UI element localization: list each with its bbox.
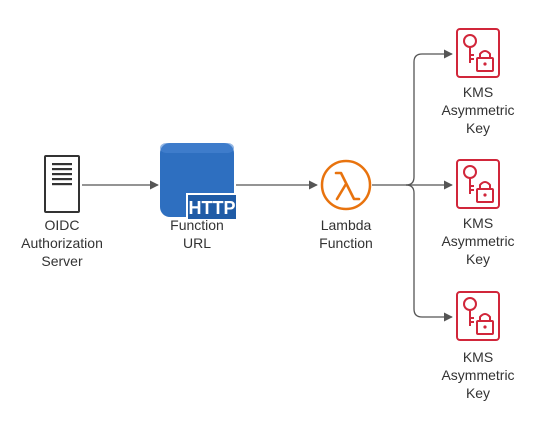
label-line: Asymmetric — [441, 102, 515, 118]
label-line: Function — [319, 235, 373, 251]
kms-key-icon — [456, 159, 500, 209]
kms-key-icon — [456, 291, 500, 341]
edge-lambda-to-kms-top — [405, 49, 453, 186]
label-line: KMS — [462, 215, 494, 231]
kms-key-label: KMS Asymmetric Key — [428, 348, 528, 402]
label-line: Asymmetric — [441, 233, 515, 249]
edges — [82, 49, 453, 322]
lambda-icon — [320, 159, 372, 211]
label-line: Lambda — [320, 217, 372, 233]
label-line: Key — [465, 251, 491, 267]
lambda-label: Lambda Function — [296, 216, 396, 252]
kms-key-label: KMS Asymmetric Key — [428, 214, 528, 268]
server-icon — [44, 155, 80, 213]
label-line: Server — [41, 253, 83, 269]
label-line: Key — [465, 385, 491, 401]
function-url-label: Function URL — [147, 216, 247, 252]
label-line: Asymmetric — [441, 367, 515, 383]
label-line: URL — [182, 235, 211, 251]
kms-key-icon — [456, 28, 500, 78]
label-line: Key — [465, 120, 491, 136]
oidc-server-label: OIDC Authorization Server — [12, 216, 112, 270]
label-line: Authorization — [21, 235, 103, 251]
http-endpoint-icon: HTTP — [160, 143, 238, 221]
label-line: OIDC — [44, 217, 80, 233]
label-line: Function — [170, 217, 224, 233]
kms-key-label: KMS Asymmetric Key — [428, 83, 528, 137]
label-line: KMS — [462, 349, 494, 365]
label-line: KMS — [462, 84, 494, 100]
edge-lambda-to-kms-bottom — [405, 184, 453, 322]
http-badge-text: HTTP — [189, 198, 236, 218]
